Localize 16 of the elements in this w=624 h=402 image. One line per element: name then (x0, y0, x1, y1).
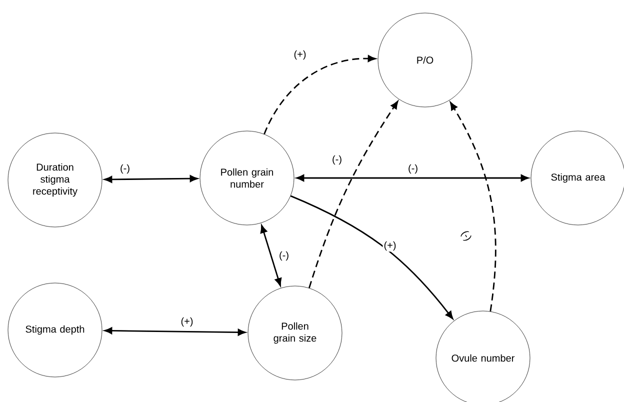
arrow (296, 174, 529, 182)
edge-label: (-) (119, 163, 131, 175)
edge-label: (-) (331, 154, 343, 166)
edge-label: (+) (180, 316, 194, 328)
arrow (260, 224, 282, 286)
edge-label: (+) (382, 240, 398, 252)
arrow (264, 55, 376, 134)
arrow (308, 100, 398, 288)
edge-label: (-) (278, 250, 290, 262)
arrow (104, 175, 198, 183)
arrow (104, 327, 246, 336)
arrow (450, 102, 496, 312)
edge-label: (-) (407, 163, 419, 175)
arrow (290, 195, 454, 320)
edge-label: (+) (292, 49, 308, 61)
edge-label: (-) (458, 228, 474, 244)
